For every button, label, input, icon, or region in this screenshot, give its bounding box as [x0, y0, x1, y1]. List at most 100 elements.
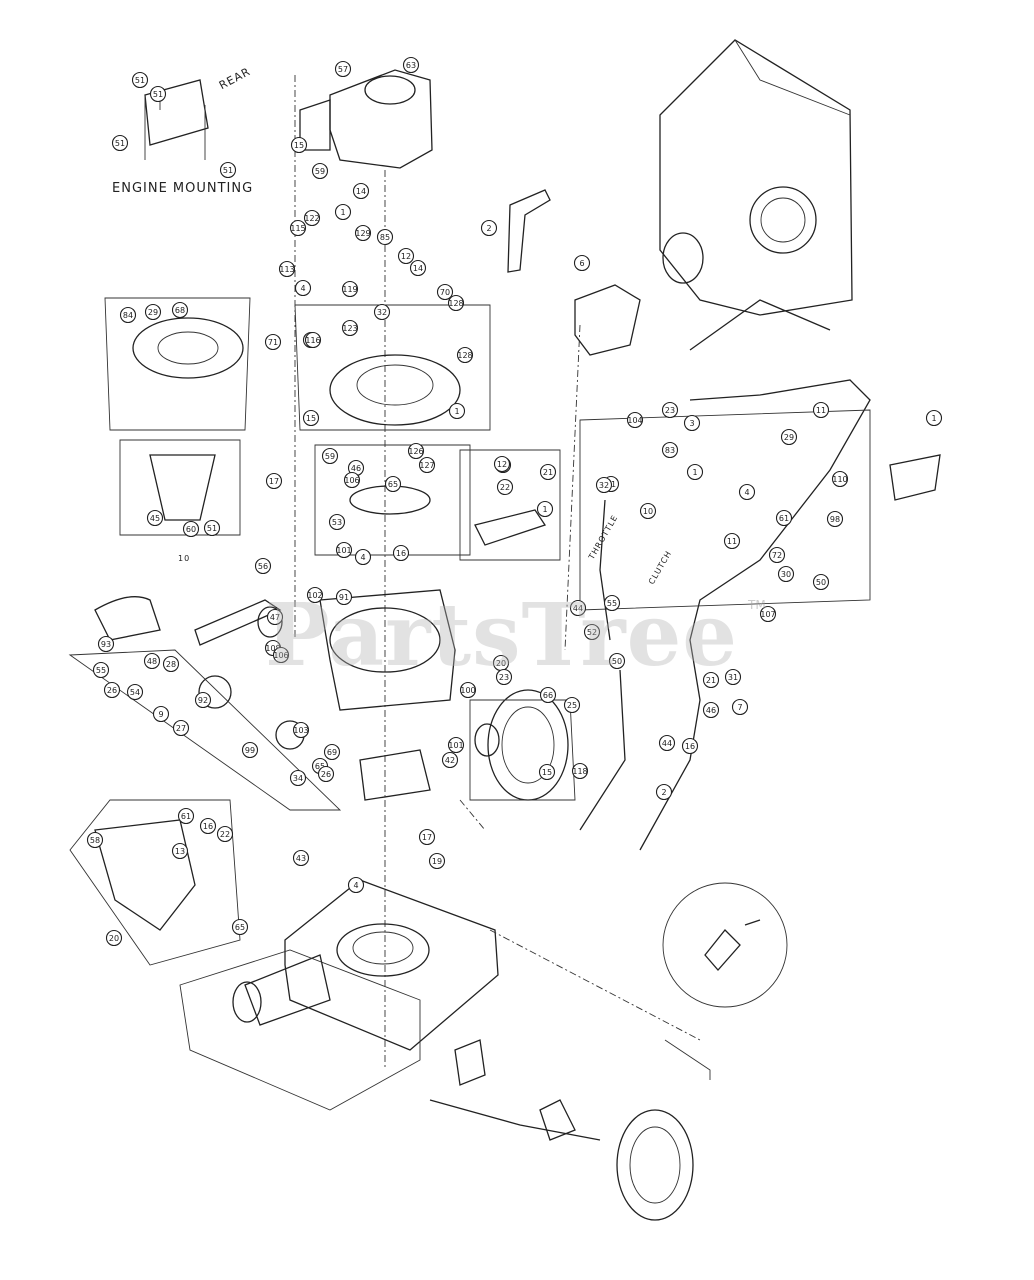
callout-34: 34: [289, 769, 307, 787]
callout-circle: [539, 463, 557, 481]
callout-circle: [731, 698, 749, 716]
callout-number: 119: [342, 285, 357, 294]
callout-number: 21: [706, 676, 716, 685]
callout-circle: [266, 608, 284, 626]
callout-28: 28: [162, 655, 180, 673]
callout-circle: [219, 161, 237, 179]
callout-100: 100: [459, 681, 477, 699]
callout-circle: [812, 401, 830, 419]
callout-3: 3: [683, 414, 701, 432]
callout-number: 70: [440, 288, 450, 297]
callout-9: 9: [152, 705, 170, 723]
callout-number: 29: [784, 433, 794, 442]
callout-72: 72: [768, 546, 786, 564]
callout-51: 51: [111, 134, 129, 152]
callout-1: 1: [686, 463, 704, 481]
callout-number: 63: [406, 61, 416, 70]
callout-circle: [272, 646, 290, 664]
callout-circle: [311, 162, 329, 180]
callout-6: 6: [573, 254, 591, 272]
callout-number: 15: [306, 414, 316, 423]
callout-56: 56: [254, 557, 272, 575]
callout-number: 43: [296, 854, 306, 863]
callout-number: 26: [107, 686, 117, 695]
callout-number: 23: [499, 673, 509, 682]
callout-number: 2: [486, 224, 491, 233]
callout-113: 113: [278, 260, 296, 278]
callout-101: 101: [335, 541, 353, 559]
callout-circle: [480, 219, 498, 237]
callout-60: 60: [182, 520, 200, 538]
callout-circle: [428, 852, 446, 870]
callout-number: 84: [123, 311, 133, 320]
callout-number: 51: [153, 90, 163, 99]
callout-54: 54: [126, 683, 144, 701]
callout-52: 52: [583, 623, 601, 641]
callout-circle: [171, 842, 189, 860]
callout-number: 51: [135, 76, 145, 85]
callout-circle: [97, 635, 115, 653]
callout-number: 129: [355, 229, 370, 238]
callout-circle: [131, 71, 149, 89]
callout-number: 65: [235, 923, 245, 932]
callout-number: 20: [109, 934, 119, 943]
callout-48: 48: [143, 652, 161, 670]
callout-number: 50: [816, 578, 826, 587]
callout-14: 14: [352, 182, 370, 200]
callout-104: 104: [626, 411, 644, 429]
callout-1: 1: [925, 409, 943, 427]
callout-circle: [194, 691, 212, 709]
callout-16: 16: [681, 737, 699, 755]
callout-circle: [493, 455, 511, 473]
callout-number: 65: [315, 762, 325, 771]
callout-110: 110: [831, 470, 849, 488]
callout-107: 107: [759, 605, 777, 623]
callout-circle: [254, 557, 272, 575]
callout-29: 29: [144, 303, 162, 321]
callout-51: 51: [219, 161, 237, 179]
callout-number: 44: [662, 739, 672, 748]
callout-circle: [683, 414, 701, 432]
callout-14: 14: [409, 259, 427, 277]
callout-circle: [354, 548, 372, 566]
callout-circle: [418, 828, 436, 846]
callout-85: 85: [376, 228, 394, 246]
callout-circle: [681, 737, 699, 755]
callout-circle: [447, 736, 465, 754]
callout-number: 61: [779, 514, 789, 523]
callout-42: 42: [441, 751, 459, 769]
callout-circle: [702, 671, 720, 689]
callout-92: 92: [194, 691, 212, 709]
callout-circle: [303, 209, 321, 227]
callout-circle: [925, 409, 943, 427]
callout-circle: [496, 478, 514, 496]
callout-circle: [92, 661, 110, 679]
callout-number: 59: [315, 167, 325, 176]
callout-circle: [397, 247, 415, 265]
callout-circle: [126, 683, 144, 701]
callout-circle: [111, 134, 129, 152]
callout-4: 4: [294, 279, 312, 297]
callout-circle: [105, 929, 123, 947]
callout-circle: [328, 513, 346, 531]
callout-26: 26: [317, 765, 335, 783]
callout-59: 59: [311, 162, 329, 180]
callout-10: 10: [639, 502, 657, 520]
callout-106: 106: [343, 471, 361, 489]
callout-circle: [354, 224, 372, 242]
callout-46: 46: [702, 701, 720, 719]
callout-45: 45: [146, 509, 164, 527]
callout-number: 101: [448, 741, 463, 750]
callout-number: 85: [380, 233, 390, 242]
callout-circle: [563, 696, 581, 714]
callout-22: 22: [216, 825, 234, 843]
callout-129: 129: [354, 224, 372, 242]
impeller-housing: [104, 297, 561, 711]
callout-circle: [686, 463, 704, 481]
handle-assembly: [579, 299, 941, 851]
callout-44: 44: [569, 599, 587, 617]
callout-circle: [639, 502, 657, 520]
callout-number: 22: [500, 483, 510, 492]
